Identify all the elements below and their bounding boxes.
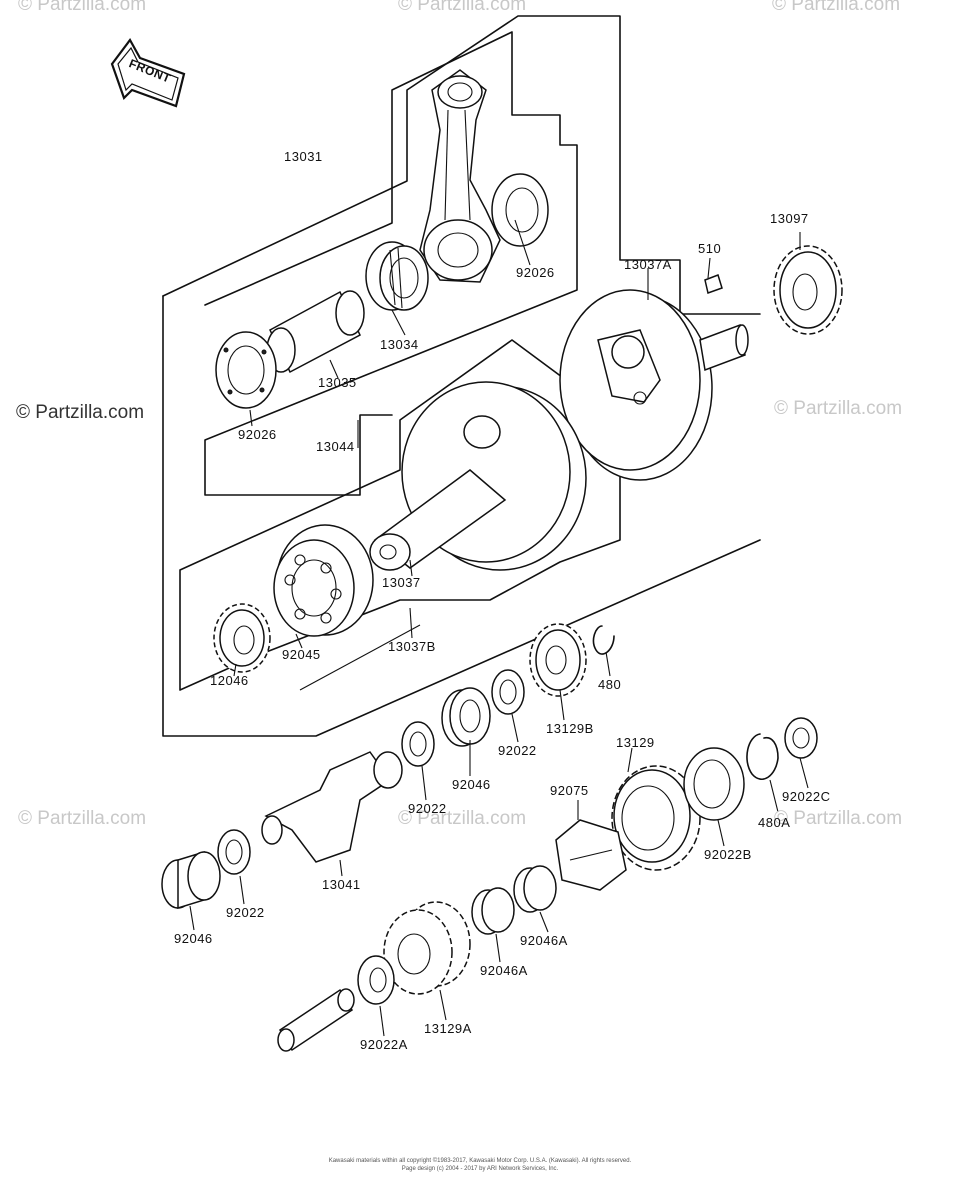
label-13097: 13097 bbox=[770, 211, 809, 226]
watermark-mid-right: © Partzilla.com bbox=[774, 398, 903, 419]
gear-13129B bbox=[529, 623, 587, 697]
sprocket-12046 bbox=[213, 603, 271, 673]
seal-92026-top bbox=[491, 173, 549, 247]
label-92022-c: 92022 bbox=[226, 905, 265, 920]
watermark-lower-right: © Partzilla.com bbox=[774, 808, 903, 829]
crankshaft-13037 bbox=[369, 381, 587, 571]
label-13037: 13037 bbox=[382, 575, 421, 590]
label-92046A-1: 92046A bbox=[520, 933, 568, 948]
sprocket-13097 bbox=[773, 245, 843, 335]
rod-group-boundary bbox=[204, 31, 578, 496]
label-13031: 13031 bbox=[284, 149, 323, 164]
label-92045: 92045 bbox=[282, 647, 321, 662]
label-92026-top: 92026 bbox=[516, 265, 555, 280]
needle-bearing-92046A-1 bbox=[513, 865, 557, 913]
washer-92022-c bbox=[217, 829, 251, 875]
front-arrow-icon bbox=[110, 37, 186, 108]
washer-92022C bbox=[784, 717, 818, 759]
ball-bearing-92045 bbox=[273, 524, 374, 637]
connecting-rod bbox=[419, 69, 501, 283]
washer-92022-a bbox=[491, 669, 525, 715]
leader-lines bbox=[189, 219, 809, 1037]
label-13129B: 13129B bbox=[546, 721, 594, 736]
label-92022-a: 92022 bbox=[498, 743, 537, 758]
label-13034: 13034 bbox=[380, 337, 419, 352]
needle-bearing-92046-a bbox=[441, 687, 491, 747]
label-13129A: 13129A bbox=[424, 1021, 472, 1036]
label-92022B: 92022B bbox=[704, 847, 752, 862]
watermark-top-center: © Partzilla.com bbox=[398, 0, 527, 15]
crank-pin-13035 bbox=[266, 290, 365, 374]
label-92046-a: 92046 bbox=[452, 777, 491, 792]
label-510: 510 bbox=[698, 241, 722, 256]
watermark-lower-center: © Partzilla.com bbox=[398, 808, 527, 829]
footer-copyright: Kawasaki materials within all copyright … bbox=[328, 1158, 632, 1164]
label-13044: 13044 bbox=[316, 439, 355, 454]
shaft bbox=[277, 988, 355, 1052]
needle-bearing-92046-b bbox=[161, 850, 221, 910]
washer-92022B bbox=[683, 747, 745, 821]
watermark-top-right: © Partzilla.com bbox=[772, 0, 901, 15]
label-92022A: 92022A bbox=[360, 1037, 408, 1052]
circlip-480A bbox=[746, 733, 779, 780]
label-13037A: 13037A bbox=[624, 257, 672, 272]
key-510 bbox=[704, 274, 723, 294]
label-13035: 13035 bbox=[318, 375, 357, 390]
washer-92022A bbox=[357, 955, 395, 1005]
gear-13129 bbox=[611, 765, 701, 871]
outer-group-boundary bbox=[162, 15, 761, 315]
watermark-lower-left: © Partzilla.com bbox=[18, 808, 147, 829]
gear-13129A bbox=[383, 901, 471, 995]
damper-92075 bbox=[555, 819, 627, 891]
label-480A: 480A bbox=[758, 815, 791, 830]
flywheel-13037A bbox=[559, 289, 749, 481]
label-480: 480 bbox=[598, 677, 622, 692]
footer-page-design: Page design (c) 2004 - 2017 by ARI Netwo… bbox=[401, 1166, 559, 1172]
watermark-mid-left: © Partzilla.com bbox=[16, 402, 145, 423]
label-12046: 12046 bbox=[210, 673, 249, 688]
label-92046-b: 92046 bbox=[174, 931, 213, 946]
watermark-top-left: © Partzilla.com bbox=[18, 0, 147, 15]
needle-bearing-13034 bbox=[365, 241, 429, 311]
washer-92022-b bbox=[401, 721, 435, 767]
circlip-480 bbox=[592, 625, 615, 655]
label-92022C: 92022C bbox=[782, 789, 831, 804]
label-92022-b: 92022 bbox=[408, 801, 447, 816]
label-92075: 92075 bbox=[550, 783, 589, 798]
needle-bearing-92046A-2 bbox=[471, 887, 515, 935]
label-92026-left: 92026 bbox=[238, 427, 277, 442]
balancer-shaft-13041 bbox=[261, 751, 403, 863]
label-13129: 13129 bbox=[616, 735, 655, 750]
label-13037B: 13037B bbox=[388, 639, 436, 654]
seal-92026-left bbox=[215, 331, 277, 409]
label-13041: 13041 bbox=[322, 877, 361, 892]
label-92046A-2: 92046A bbox=[480, 963, 528, 978]
